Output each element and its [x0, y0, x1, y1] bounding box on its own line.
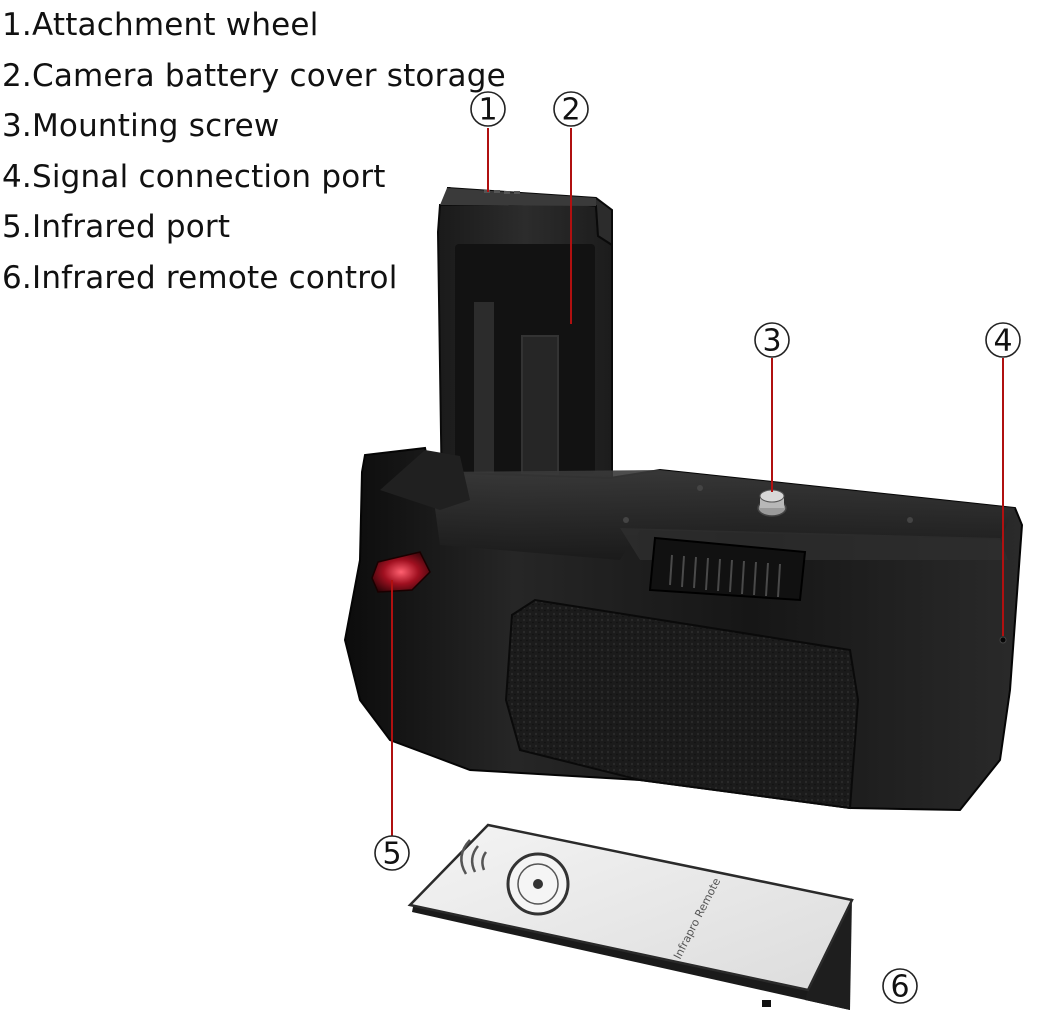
callout-circle-2	[553, 91, 589, 127]
callout-label-1: 1	[478, 93, 497, 128]
callout-5: 5	[374, 835, 410, 872]
battery-cover	[436, 187, 613, 501]
infrared-remote: Infrapro Remote	[407, 823, 854, 1010]
callout-label-3: 3	[762, 324, 781, 359]
callout-label-6: 6	[890, 970, 909, 1005]
callout-label-2: 2	[561, 93, 580, 128]
callout-1: 1	[470, 91, 506, 128]
leader-lines	[391, 128, 1004, 836]
callout-circle-5	[374, 835, 410, 871]
callout-circle-1	[470, 91, 506, 127]
legend-item-remote-control: 6.Infrared remote control	[2, 259, 398, 296]
legend-item-battery-cover-storage: 2.Camera battery cover storage	[2, 57, 506, 94]
callout-circle-6	[882, 968, 918, 1004]
battery-grip-body	[343, 446, 1024, 812]
callout-4: 4	[985, 322, 1021, 359]
legend-list: 1.Attachment wheel 2.Camera battery cove…	[2, 0, 506, 303]
callout-2: 2	[553, 91, 589, 128]
legend-item-attachment-wheel: 1.Attachment wheel	[2, 7, 319, 43]
callout-6: 6	[882, 968, 918, 1005]
callout-label-4: 4	[993, 324, 1012, 359]
legend-item-infrared-port: 5.Infrared port	[2, 209, 231, 245]
callout-circle-4	[985, 322, 1021, 358]
legend-item-signal-port: 4.Signal connection port	[2, 158, 386, 195]
callout-3: 3	[754, 322, 790, 359]
legend-item-mounting-screw: 3.Mounting screw	[2, 108, 280, 144]
callout-label-5: 5	[382, 837, 401, 872]
callout-circle-3	[754, 322, 790, 358]
